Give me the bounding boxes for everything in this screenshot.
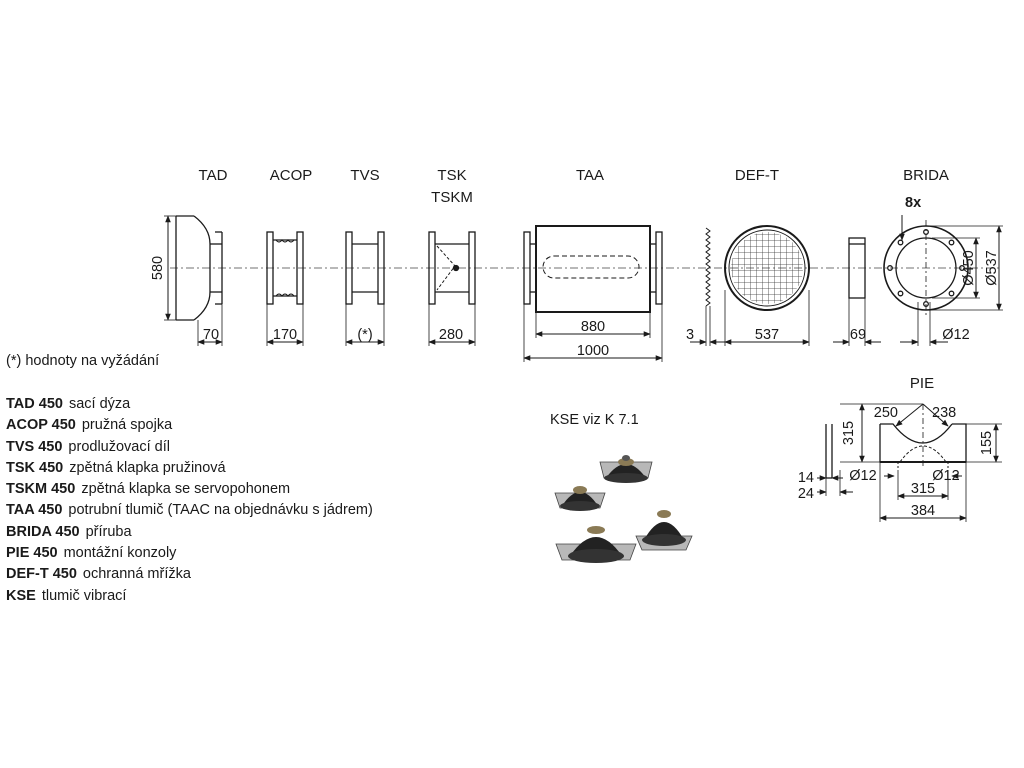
kse-damper-1 [599, 455, 653, 483]
legend-row: KSE tlumič vibrací [6, 586, 373, 607]
pie-dim-384: 384 [911, 503, 935, 519]
legend-code: TVS 450 [6, 438, 63, 455]
legend-code: BRIDA 450 [6, 523, 80, 540]
dim-tsk: 280 [439, 327, 463, 343]
legend-row: TSKM 450 zpětná klapka se servopohonem [6, 479, 373, 500]
kse-damper-2 [554, 486, 606, 511]
legend-desc: prodlužovací díl [68, 438, 170, 455]
legend-row: TVS 450 prodlužovací díl [6, 437, 373, 458]
tsk-drawing [428, 231, 476, 305]
dim-deft: 537 [755, 327, 779, 343]
label-tad: TAD [199, 167, 228, 184]
legend-desc: zpětná klapka se servopohonem [81, 481, 291, 498]
legend-code: ACOP 450 [6, 417, 76, 434]
legend-code: PIE 450 [6, 545, 58, 562]
dim-brida-outer-dia: Ø537 [984, 250, 1000, 285]
dim-taa-outer: 1000 [577, 343, 609, 359]
legend-desc: příruba [85, 523, 132, 540]
label-tvs: TVS [350, 167, 379, 184]
label-taa: TAA [576, 167, 604, 184]
legend-row: TAA 450 potrubní tlumič (TAAC na objednáv… [6, 500, 373, 521]
label-pie: PIE [910, 375, 934, 392]
label-brida: BRIDA [903, 167, 949, 184]
pie-dim-238: 238 [932, 405, 956, 421]
label-deft: DEF-T [735, 167, 779, 184]
dim-acop: 170 [273, 327, 297, 343]
tvs-drawing [345, 231, 385, 305]
legend-code: KSE [6, 587, 36, 604]
pie-dim-14: 14 [798, 470, 814, 486]
legend-desc: zpětná klapka pružinová [69, 459, 226, 476]
pie-dim-24: 24 [798, 486, 814, 502]
legend-row: ACOP 450 pružná spojka [6, 415, 373, 436]
label-tskm: TSKM [431, 189, 473, 206]
dim-brida-inner-dia: Ø450 [961, 250, 977, 285]
kse-illustration [554, 455, 693, 563]
brida-flange-drawing [848, 237, 866, 299]
legend-desc: potrubní tlumič (TAAC na objednávku s já… [68, 502, 373, 519]
brida-drawing [883, 220, 969, 316]
note-values-on-request: (*) hodnoty na vyžádání [6, 353, 160, 369]
legend-desc: pružná spojka [81, 417, 173, 434]
dim-brida-hole: Ø12 [942, 327, 969, 343]
pie-dim-315-vertical: 315 [841, 421, 857, 445]
legend-desc: tlumič vibrací [41, 587, 127, 604]
pie-hole-left: Ø12 [849, 468, 876, 484]
pie-hole-right: Ø12 [932, 468, 959, 484]
dim-deft-gap: 3 [686, 327, 694, 343]
legend-row: TSK 450 zpětná klapka pružinová [6, 458, 373, 479]
pie-dim-155: 155 [979, 431, 995, 455]
kse-caption: KSE viz K 7.1 [550, 412, 639, 428]
taa-drawing [523, 225, 663, 313]
legend-desc: ochranná mřížka [82, 566, 191, 583]
pie-dim-250: 250 [874, 405, 898, 421]
legend-row: BRIDA 450 příruba [6, 522, 373, 543]
brida-holes-count: 8x [905, 195, 921, 211]
legend-desc: sací dýza [68, 396, 131, 412]
legend-code: TAA 450 [6, 502, 63, 519]
legend-row: TAD 450 sací dýza [6, 394, 373, 415]
legend-code: TSKM 450 [6, 481, 76, 498]
label-acop: ACOP [270, 167, 313, 184]
dim-taa-inner: 880 [581, 319, 605, 335]
dim-tad: 70 [203, 327, 219, 343]
label-tsk: TSK [437, 167, 466, 184]
dim-tad-height: 580 [150, 256, 166, 280]
legend-code: TSK 450 [6, 459, 64, 476]
legend-row: DEF-T 450 ochranná mřížka [6, 564, 373, 585]
deft-drawing [705, 225, 810, 311]
pie-dim-315-horizontal: 315 [911, 481, 935, 497]
legend-code: TAD 450 [6, 396, 63, 412]
kse-damper-3 [635, 510, 693, 551]
acop-drawing [266, 231, 304, 305]
dim-tvs: (*) [357, 327, 372, 343]
kse-damper-4 [555, 526, 637, 563]
legend-row: PIE 450 montážní konzoly [6, 543, 373, 564]
pie-drawing [825, 404, 967, 479]
legend-desc: montážní konzoly [63, 545, 177, 562]
dim-brida-flange: 69 [850, 327, 866, 343]
legend-code: DEF-T 450 [6, 566, 77, 583]
tad-drawing [175, 215, 223, 321]
